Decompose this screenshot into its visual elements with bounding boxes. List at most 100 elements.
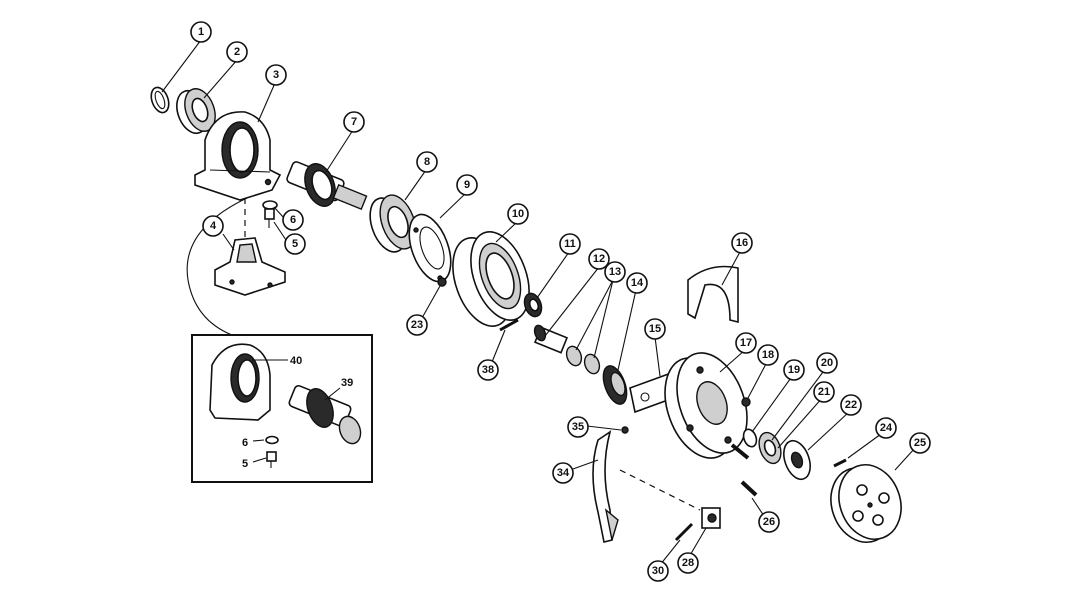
- inset-label-6: 6: [242, 437, 248, 449]
- callout-2: 2: [226, 41, 248, 63]
- callout-16: 16: [731, 232, 753, 254]
- callout-22: 22: [840, 394, 862, 416]
- part-5-screw: [264, 208, 275, 228]
- inset-label-40: 40: [290, 355, 302, 367]
- part-22-flange: [783, 439, 811, 481]
- callout-30: 30: [647, 560, 669, 582]
- svg-text:11: 11: [564, 238, 576, 250]
- callout-23: 23: [406, 314, 428, 336]
- part-3-bearing-housing: [194, 111, 282, 201]
- svg-text:38: 38: [482, 364, 494, 376]
- part-38-bolt: [499, 318, 519, 332]
- svg-text:34: 34: [557, 467, 570, 479]
- callout-11: 11: [559, 233, 581, 255]
- callout-28: 28: [677, 552, 699, 574]
- part-30-pin: [674, 522, 694, 542]
- alignment-dash-2: [619, 469, 701, 511]
- part-20-bearing: [758, 431, 782, 465]
- callout-26: 26: [758, 511, 780, 533]
- svg-text:25: 25: [914, 437, 926, 449]
- svg-text:21: 21: [818, 386, 830, 398]
- svg-text:14: 14: [631, 277, 644, 289]
- svg-text:16: 16: [736, 237, 748, 249]
- part-18-nut: [741, 397, 751, 407]
- svg-text:6: 6: [290, 214, 296, 226]
- part-13-spacers: [565, 345, 601, 375]
- svg-text:7: 7: [351, 116, 357, 128]
- svg-text:22: 22: [845, 399, 857, 411]
- callout-7: 7: [343, 111, 365, 133]
- callout-4: 4: [202, 215, 224, 237]
- callout-3: 3: [265, 64, 287, 86]
- svg-text:28: 28: [682, 557, 694, 569]
- callout-1: 1: [190, 21, 212, 43]
- inset-washer: [265, 435, 279, 445]
- svg-text:2: 2: [234, 46, 240, 58]
- callout-38: 38: [477, 359, 499, 381]
- leader-39: [324, 387, 341, 401]
- svg-text:1: 1: [198, 26, 204, 38]
- inset-gear-shaft: [288, 384, 362, 445]
- inset-label-5: 5: [242, 458, 248, 470]
- svg-text:13: 13: [609, 266, 621, 278]
- part-17-end-plate: [664, 352, 748, 459]
- part-screw-small: [730, 443, 750, 460]
- part-2-bearing: [176, 88, 216, 135]
- callout-35: 35: [567, 416, 589, 438]
- callout-12: 12: [588, 248, 610, 270]
- part-4-mounting-bracket: [214, 237, 286, 296]
- part-7-gear-shaft: [286, 161, 368, 211]
- svg-text:18: 18: [762, 349, 774, 361]
- part-26-screw: [740, 480, 758, 497]
- callout-5: 5: [284, 233, 306, 255]
- svg-text:26: 26: [763, 516, 775, 528]
- part-24-screw: [833, 458, 847, 468]
- svg-text:8: 8: [424, 156, 430, 168]
- part-23-screw: [437, 277, 447, 287]
- part-1-snap-ring: [150, 86, 170, 114]
- svg-text:20: 20: [821, 357, 833, 369]
- callout-8: 8: [416, 151, 438, 173]
- part-19-washer: [742, 428, 758, 448]
- svg-text:19: 19: [788, 364, 800, 376]
- callout-19: 19: [783, 359, 805, 381]
- part-34-lever-arm: [592, 430, 619, 543]
- part-28-block: [701, 507, 721, 529]
- svg-text:17: 17: [740, 337, 752, 349]
- svg-text:35: 35: [572, 421, 584, 433]
- callout-24: 24: [875, 417, 897, 439]
- part-14-spur-gear: [602, 365, 628, 405]
- svg-text:12: 12: [593, 253, 605, 265]
- svg-text:10: 10: [512, 208, 524, 220]
- svg-text:30: 30: [652, 565, 664, 577]
- svg-text:5: 5: [292, 238, 298, 250]
- callout-15: 15: [644, 318, 666, 340]
- callout-9: 9: [456, 174, 478, 196]
- callout-17: 17: [735, 332, 757, 354]
- inset-label-39: 39: [341, 377, 353, 389]
- leader-inset-5: [252, 457, 267, 463]
- svg-text:3: 3: [273, 69, 279, 81]
- callout-14: 14: [626, 272, 648, 294]
- svg-text:23: 23: [411, 319, 423, 331]
- callout-20: 20: [816, 352, 838, 374]
- svg-text:24: 24: [880, 422, 893, 434]
- callout-10: 10: [507, 203, 529, 225]
- part-25-drum-cap: [830, 464, 902, 543]
- part-35-ball: [621, 426, 629, 434]
- svg-text:9: 9: [464, 179, 470, 191]
- part-12-sleeve: [533, 324, 569, 354]
- part-8-bearing: [369, 194, 417, 253]
- svg-text:4: 4: [210, 220, 217, 232]
- part-16-brake-band: [687, 265, 739, 324]
- callout-21: 21: [813, 381, 835, 403]
- callout-13: 13: [604, 261, 626, 283]
- callout-34: 34: [552, 462, 574, 484]
- callout-6: 6: [282, 209, 304, 231]
- leader-inset-6: [252, 439, 265, 442]
- callout-25: 25: [909, 432, 931, 454]
- callout-18: 18: [757, 344, 779, 366]
- part-11-nut: [523, 292, 543, 318]
- svg-text:15: 15: [649, 323, 661, 335]
